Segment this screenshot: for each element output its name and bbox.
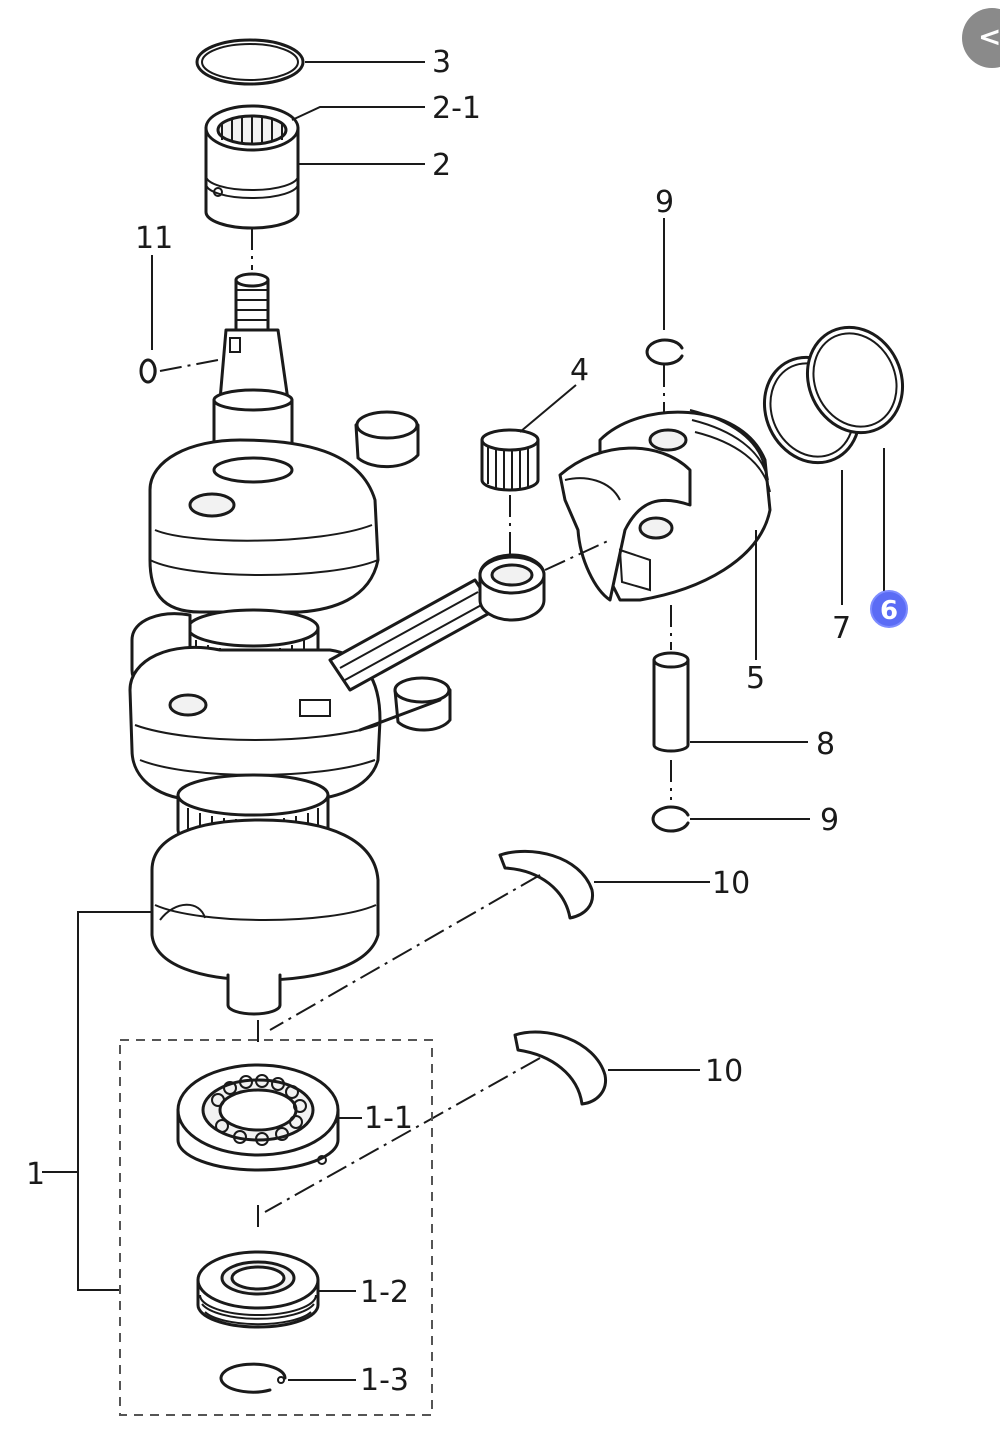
- part-6-piston-ring[interactable]: [790, 312, 919, 449]
- callout-2-1: 2-1: [432, 91, 481, 126]
- callout-11: 11: [135, 221, 173, 256]
- part-1-3-snap-ring[interactable]: [219, 1362, 287, 1394]
- part-10-thrust-washer-top[interactable]: [498, 849, 595, 920]
- part-10-thrust-washer-bottom[interactable]: [513, 1030, 608, 1106]
- part-3-ring[interactable]: [195, 38, 305, 86]
- callout-9-bottom: 9: [820, 803, 839, 838]
- part-1-1-ball-bearing[interactable]: [176, 1063, 340, 1172]
- part-1-2-oil-seal[interactable]: [196, 1250, 320, 1329]
- part-8-piston-pin[interactable]: [652, 651, 690, 753]
- part-9-circlip-top[interactable]: [645, 338, 684, 366]
- chevron-left-icon: <: [978, 20, 1000, 53]
- part-5-piston[interactable]: [558, 409, 772, 602]
- callout-4: 4: [570, 353, 589, 388]
- part-9-circlip-bottom[interactable]: [651, 805, 690, 833]
- callout-10-bottom: 10: [705, 1054, 743, 1089]
- callout-1-2: 1-2: [360, 1275, 409, 1310]
- subassembly-1-box: [119, 1039, 433, 1416]
- callout-1-1: 1-1: [364, 1101, 413, 1136]
- callout-2: 2: [432, 148, 451, 183]
- callout-8: 8: [816, 727, 835, 762]
- connecting-rod[interactable]: [328, 553, 546, 732]
- callout-3: 3: [432, 45, 451, 80]
- part-1-crankshaft[interactable]: [128, 272, 452, 1016]
- callout-10-top: 10: [712, 866, 750, 901]
- callout-5: 5: [746, 661, 765, 696]
- callout-1-3: 1-3: [360, 1363, 409, 1398]
- callout-9-top: 9: [655, 185, 674, 220]
- callout-6-highlight[interactable]: 6: [870, 590, 908, 628]
- part-11-key[interactable]: [139, 358, 157, 384]
- callout-6: 6: [880, 596, 898, 626]
- part-2-bearing-housing[interactable]: [204, 104, 300, 230]
- callout-7: 7: [832, 611, 851, 646]
- callout-1: 1: [26, 1157, 45, 1192]
- part-4-needle-bearing[interactable]: [480, 428, 540, 492]
